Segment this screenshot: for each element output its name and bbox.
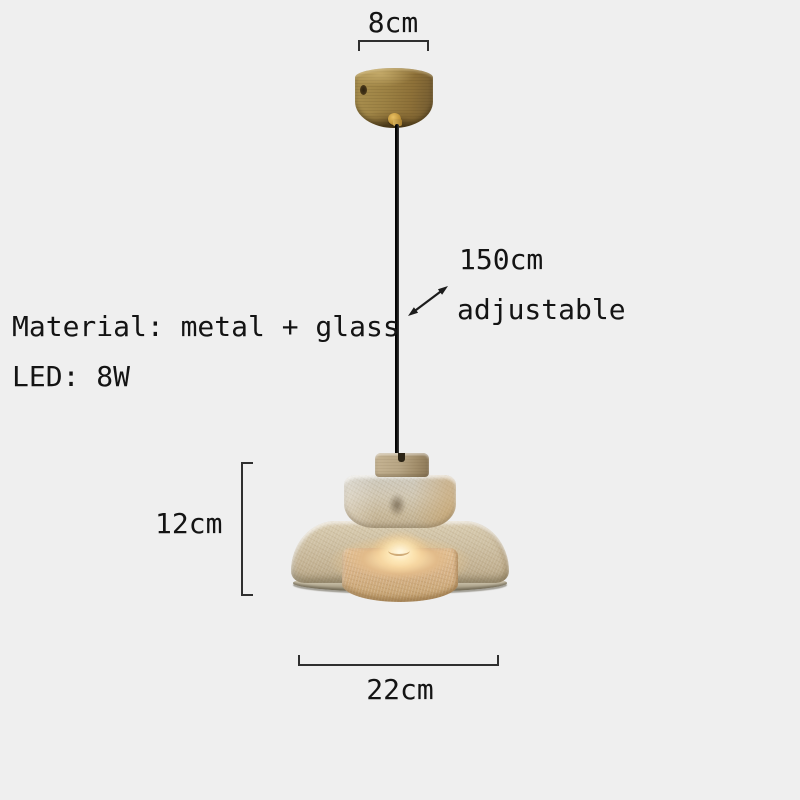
suspension-cord bbox=[395, 124, 399, 457]
cord-adjustable-label: adjustable bbox=[457, 293, 626, 326]
double-arrow-icon bbox=[408, 286, 448, 316]
canopy-width-label: 8cm bbox=[367, 6, 419, 39]
material-spec-label: Material: metal + glass bbox=[12, 310, 400, 343]
cord-ferrule bbox=[393, 119, 402, 126]
canopy-mount-hole bbox=[360, 85, 367, 95]
pendant-lamp bbox=[285, 450, 515, 610]
cord-length-label: 150cm bbox=[459, 243, 544, 276]
shade-width-dimension-line bbox=[298, 655, 499, 666]
shade-height-label: 12cm bbox=[155, 507, 223, 540]
shade-height-dimension-bracket bbox=[241, 462, 255, 596]
brass-cap bbox=[375, 453, 429, 477]
ceiling-canopy bbox=[355, 68, 433, 128]
canopy-width-dimension-line bbox=[358, 40, 429, 51]
led-spec-label: LED: 8W bbox=[12, 360, 131, 393]
shade-width-label: 22cm bbox=[366, 673, 434, 706]
upper-glass-shade bbox=[344, 475, 456, 528]
bulb-filament bbox=[388, 545, 410, 556]
